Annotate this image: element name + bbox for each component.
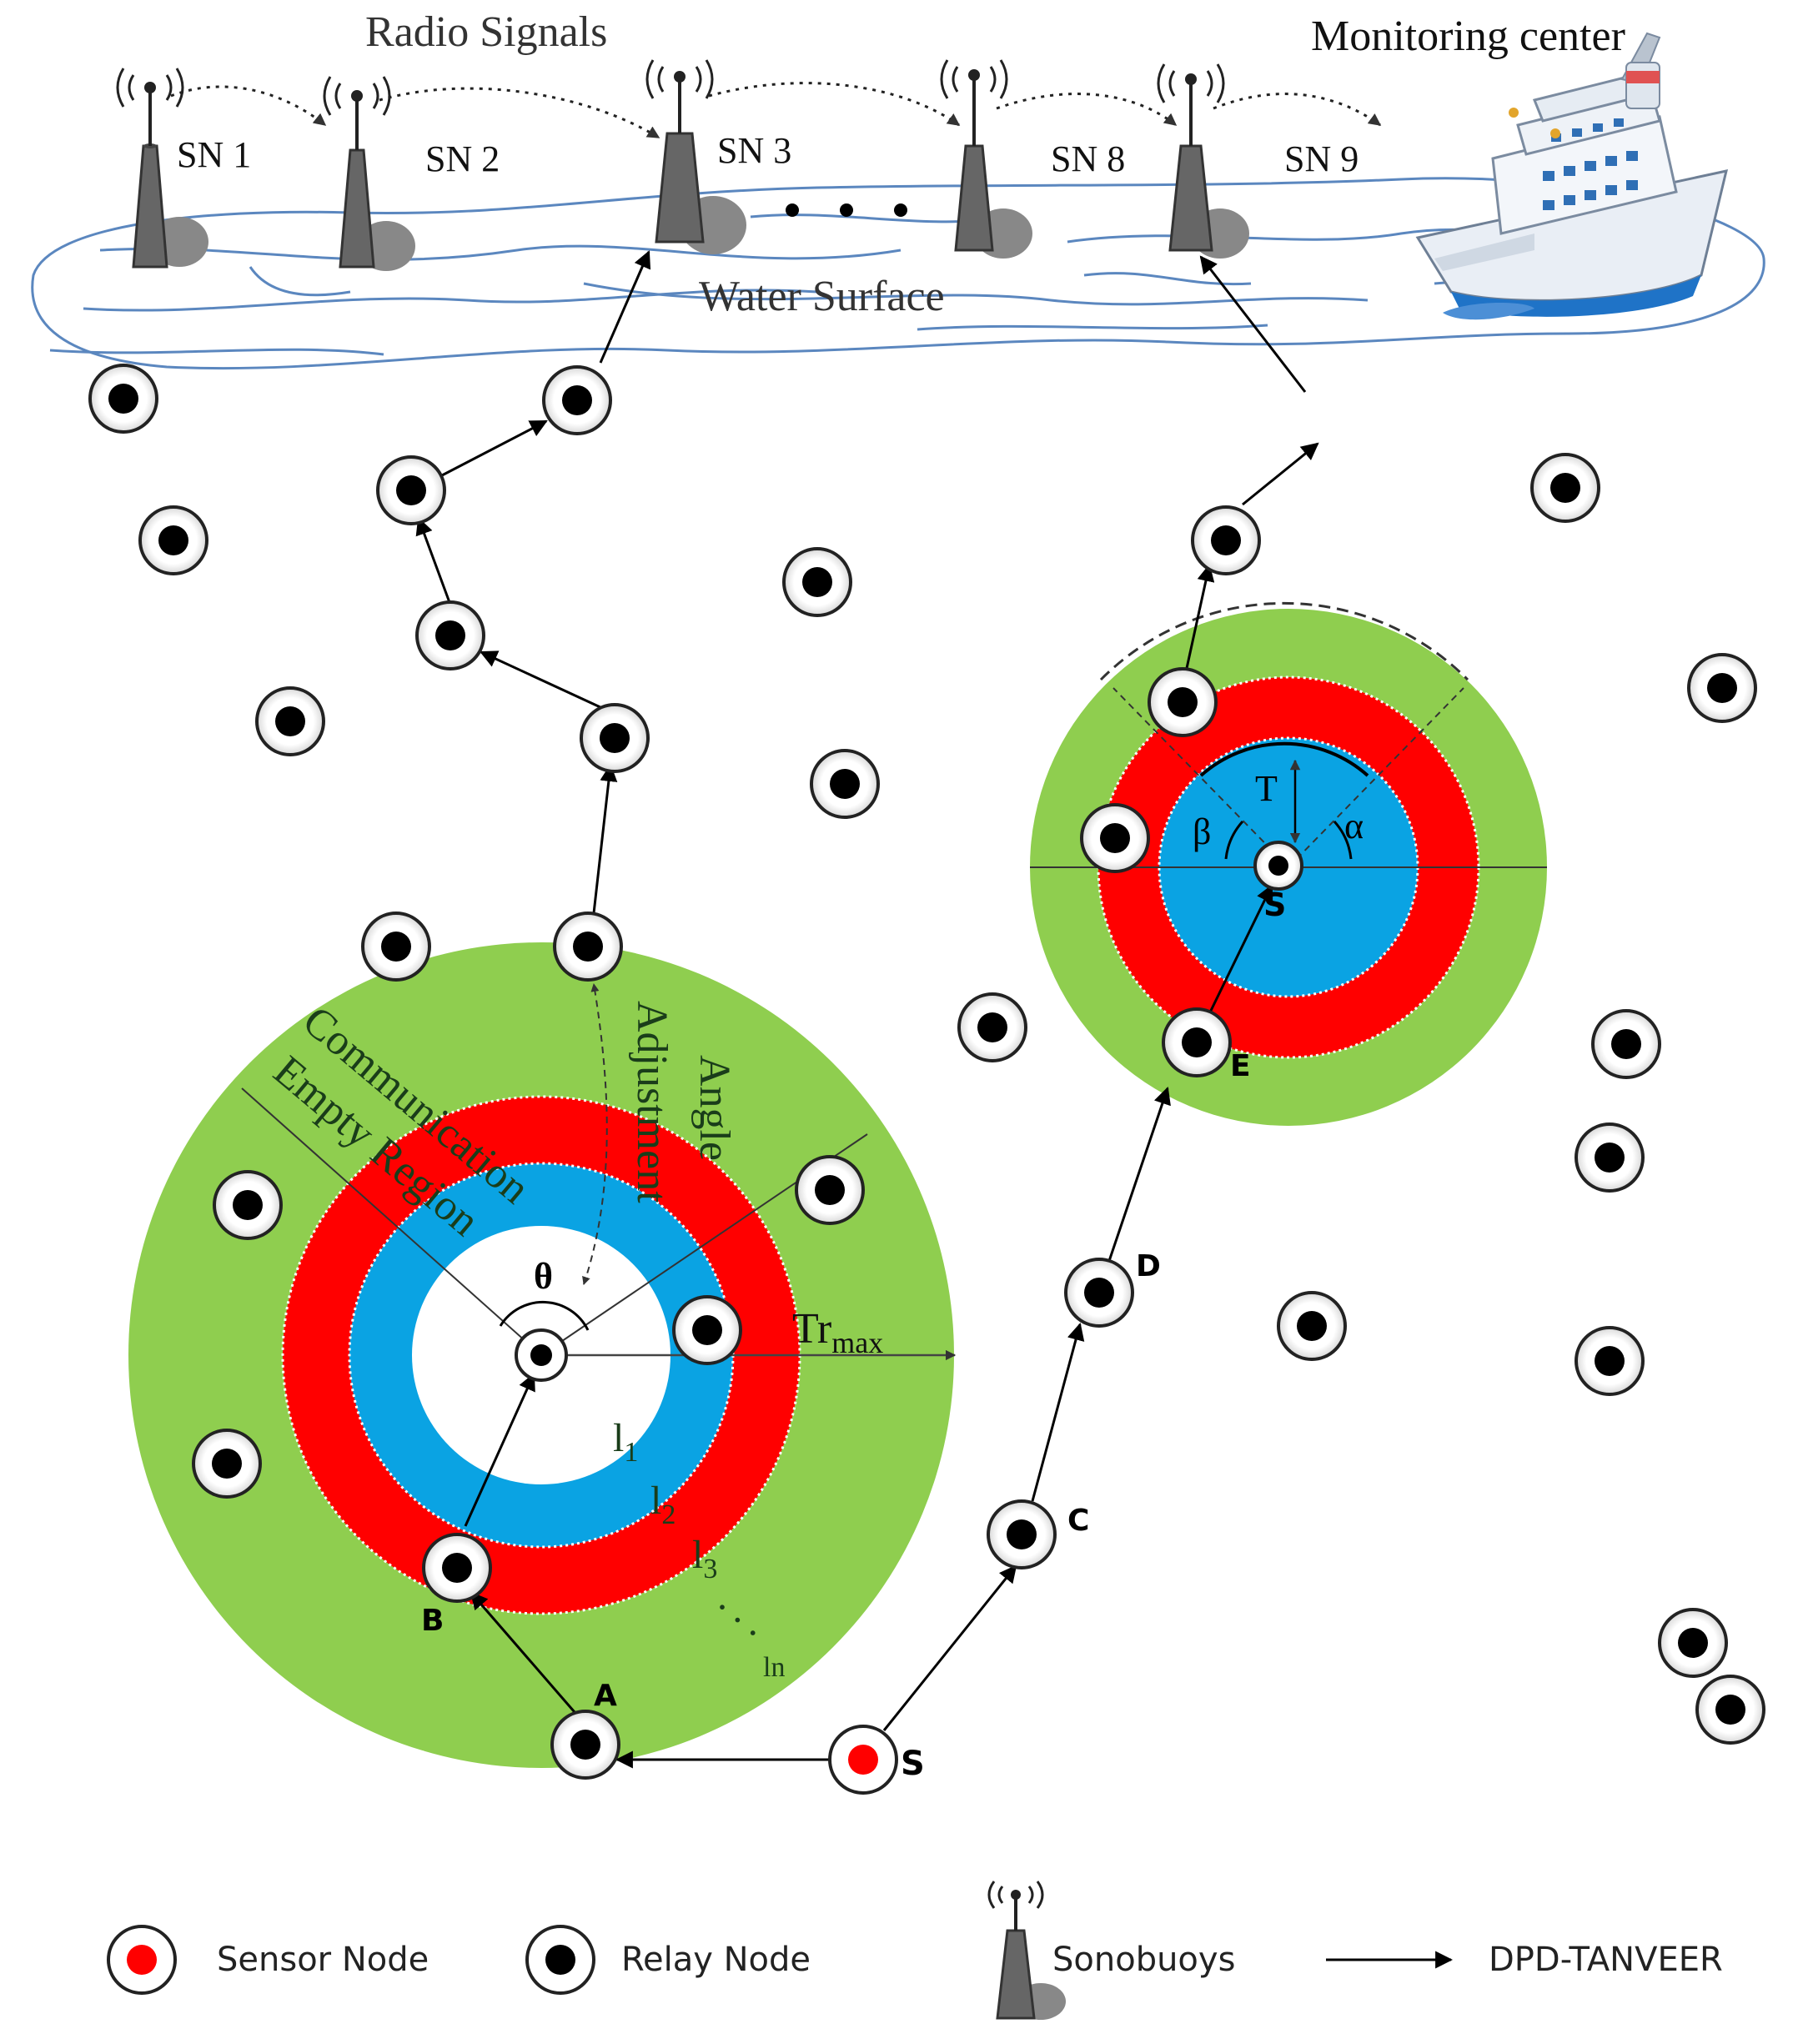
relay-node [795,1155,865,1225]
level-l3-main: l [692,1533,703,1577]
relay-node [1162,1007,1232,1077]
sn8-label: SN 8 [1051,138,1125,179]
legend-relay-node: Relay Node [525,1925,811,1995]
relay-node [1575,1122,1645,1193]
relay-node [550,1710,620,1780]
level-l3: l3 [692,1533,717,1584]
relay-node [376,455,446,525]
monitoring-center-label: Monitoring center [1311,13,1625,60]
s-label: S [1263,886,1286,923]
relay-node [1148,667,1218,737]
routing-arrows [415,250,1319,1769]
tr-sub: max [831,1326,883,1359]
relay-node [1591,1009,1661,1079]
theta-label: θ [534,1256,553,1297]
relay-node [1253,841,1303,891]
legend-sensor-node: Sensor Node [107,1925,429,1995]
relay-node [422,1533,492,1603]
water-surface [31,177,1765,370]
angle-label: Angle [691,1055,738,1161]
relay-node [88,364,158,434]
level-l1: l1 [613,1416,638,1468]
legend-relay-label: Relay Node [621,1941,811,1979]
relay-node [672,1295,742,1365]
relay-node [553,912,623,982]
radio-signals-label: Radio Signals [365,8,607,56]
relay-node [1695,1675,1765,1745]
radio-signal-arcs [170,82,1382,139]
sensor-node [828,1725,898,1795]
relay-node [138,505,208,575]
level-l1-main: l [613,1416,624,1460]
node-label-c: C [1067,1504,1089,1538]
level-ln: ln [763,1652,785,1683]
relay-node [515,1328,568,1382]
relay-node [1064,1258,1134,1328]
sn2-label: SN 2 [425,138,500,179]
sonobuoy-icon [323,76,415,271]
relay-nodes [88,364,1765,1780]
relay-node [415,600,485,670]
sonobuoy-icon [1157,63,1249,259]
node-label-e: E [1230,1049,1251,1083]
buoy-ellipsis [786,203,907,217]
relay-node [192,1429,262,1499]
tr-label: Trmax [792,1305,883,1359]
sn3-label: SN 3 [717,130,791,171]
sonobuoy-group [116,59,1249,271]
relay-node [1687,653,1757,723]
legend-sonobuoy-icon [987,1881,1066,2020]
legend: Sensor Node Relay Node Sonobuoys DPD-TAN… [107,1881,1723,2020]
ship-icon [1415,32,1729,320]
sonobuoy-icon [940,59,1032,259]
relay-node [255,686,325,756]
relay-node [542,365,612,435]
legend-sensor-label: Sensor Node [217,1941,429,1979]
relay-node [213,1170,283,1240]
legend-dpd-label: DPD-TANVEER [1489,1941,1723,1979]
t-label: T [1255,768,1278,809]
relay-node [1658,1608,1728,1678]
alpha-label: α [1344,806,1364,846]
beta-label: β [1193,811,1211,852]
sonobuoy-icon [645,59,746,254]
relay-node [957,992,1027,1062]
water-surface-label: Water Surface [699,273,945,320]
relay-node [580,703,650,773]
right-region-labels: T α β S [1193,768,1364,923]
relay-node [810,749,880,819]
node-label-s: S [901,1745,925,1783]
relay-node [1191,505,1261,575]
node-label-a: A [594,1679,617,1713]
level-l2-main: l [650,1479,661,1523]
relay-node [987,1499,1057,1569]
relay-node [1530,453,1600,523]
level-l1-sub: 1 [624,1437,638,1468]
sonobuoy-icon [116,68,208,269]
sn1-label: SN 1 [177,134,251,175]
level-l2: l2 [650,1479,676,1530]
relay-node [1575,1326,1645,1396]
sn9-label: SN 9 [1284,138,1359,179]
tr-main: Tr [792,1305,831,1353]
relay-node [1080,803,1150,873]
level-l2-sub: 2 [661,1499,676,1530]
relay-node [361,912,431,982]
adjustment-label: Adjustment [628,1001,676,1203]
relay-node [782,547,852,617]
relay-node [1277,1291,1347,1361]
node-label-b: B [421,1604,444,1638]
legend-sonobuoys-label: Sonobuoys [1052,1941,1235,1979]
node-label-d: D [1136,1249,1161,1283]
level-l3-sub: 3 [703,1554,717,1584]
